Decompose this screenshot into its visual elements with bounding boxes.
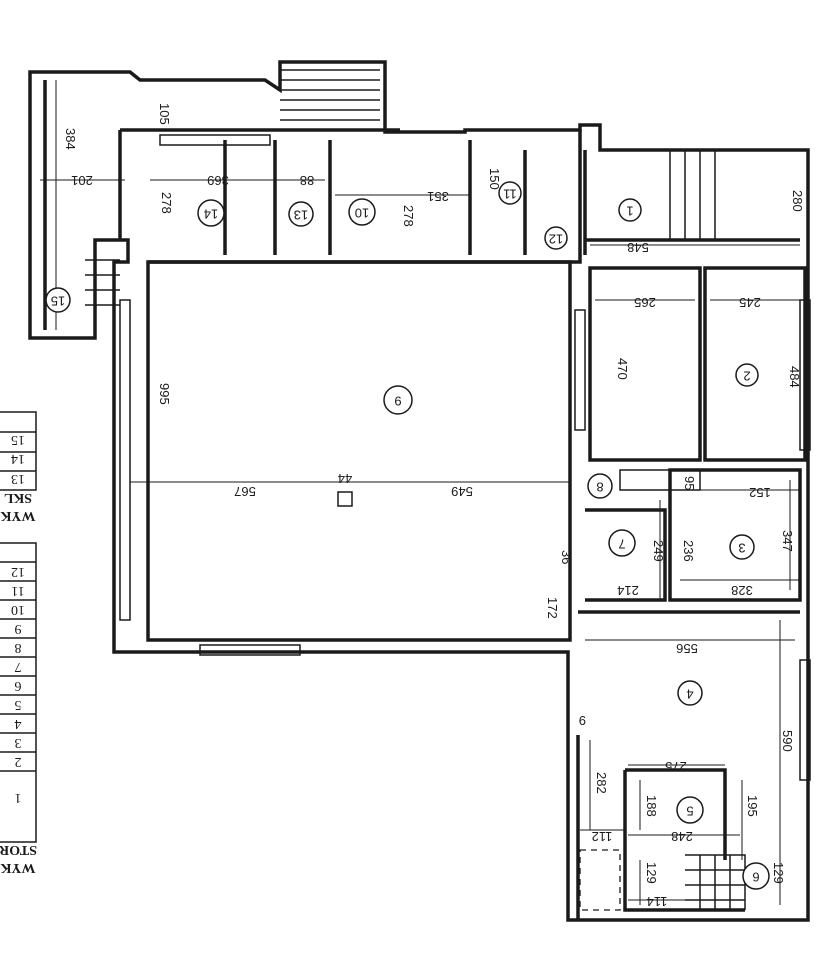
room-4: 4 — [677, 680, 703, 706]
dimension-label: 470 — [615, 358, 630, 380]
dimension-label: 44 — [338, 471, 352, 486]
legend-cell: 12 — [11, 564, 25, 579]
legend-cell: 11 — [11, 583, 24, 598]
room-8: 8 — [587, 473, 613, 499]
dimension-label: 245 — [739, 295, 761, 310]
dimension-label: 5 — [686, 804, 693, 819]
room-labels: 1 2 3 4 5 6 7 8 9 10 11 12 13 14 15 — [45, 181, 770, 890]
legend-cell: WYK — [0, 508, 35, 523]
dimension-label: 6 — [752, 870, 759, 885]
dimension-label: 214 — [617, 583, 639, 598]
room-2: 2 — [735, 363, 759, 387]
dimension-label: 265 — [634, 295, 656, 310]
legend-cell: STOR — [0, 842, 37, 857]
dimension-label: 152 — [749, 485, 771, 500]
dimension-label: 95 — [682, 476, 697, 490]
dimension-label: 129 — [644, 862, 659, 884]
dimension-label: 549 — [451, 484, 473, 499]
dimension-label: 36 — [559, 550, 574, 564]
dimension-label: 1 — [626, 204, 633, 219]
dimension-label: 112 — [592, 829, 613, 844]
dimension-label: 11 — [503, 187, 517, 202]
legend-table-1: 15 14 13 SKL WYK — [0, 411, 37, 523]
room-12: 12 — [544, 226, 568, 250]
dimension-label: 567 — [234, 484, 256, 499]
dimension-labels: 384 105 201 369 88 278 351 278 150 548 2… — [63, 103, 805, 909]
dimension-label: 13 — [294, 208, 308, 223]
room-15: 15 — [45, 287, 71, 313]
dimension-label: 88 — [300, 173, 314, 188]
dimension-label: 7 — [618, 537, 625, 552]
dimension-label: 188 — [644, 795, 659, 817]
room-7: 7 — [608, 529, 636, 557]
room-13: 13 — [288, 201, 314, 227]
legend-cell: 4 — [15, 716, 22, 731]
dimension-label: 114 — [647, 894, 668, 909]
dimension-label: 249 — [651, 540, 666, 562]
dimension-label: 995 — [157, 383, 172, 405]
legend-cell: 14 — [11, 451, 25, 466]
dimension-label: 280 — [790, 190, 805, 212]
room-3: 3 — [729, 534, 755, 560]
legend-cell: 3 — [15, 735, 22, 750]
dimension-label: 14 — [204, 207, 218, 222]
legend-table-2: 12 11 10 9 8 7 6 5 4 3 2 1 STOR WYK — [0, 542, 37, 875]
dimension-label: 10 — [355, 206, 369, 221]
dimension-label: 201 — [71, 173, 93, 188]
dimension-label: 9 — [394, 394, 401, 409]
room-11: 11 — [498, 181, 522, 205]
legend-cell: 2 — [15, 754, 22, 769]
dimension-label: 347 — [780, 530, 795, 552]
dimension-label: 129 — [771, 862, 786, 884]
legend-cell: 10 — [11, 602, 25, 617]
dimension-label: 8 — [596, 480, 603, 495]
dimension-label: 275 — [665, 759, 687, 774]
dimension-label: 195 — [745, 795, 760, 817]
legend-cell: 1 — [15, 790, 22, 805]
dimension-label: 248 — [671, 829, 693, 844]
dimension-label: 278 — [159, 192, 174, 214]
room-14: 14 — [197, 199, 225, 227]
dimension-label: 590 — [780, 730, 795, 752]
walls — [28, 60, 810, 922]
dimension-label: 172 — [545, 597, 560, 619]
dimension-label: 236 — [681, 540, 696, 562]
dimension-label: 384 — [63, 128, 78, 150]
dimension-label: 556 — [676, 641, 698, 656]
room-9: 9 — [383, 385, 413, 415]
dimension-label: 369 — [207, 173, 229, 188]
column-marker — [337, 491, 353, 507]
dimension-label: 9 — [579, 713, 586, 728]
dimension-label: 12 — [549, 232, 563, 247]
room-6: 6 — [742, 862, 770, 890]
dimension-label: 2 — [743, 369, 750, 384]
legend-cell: 15 — [11, 432, 25, 447]
stairs — [85, 69, 746, 910]
room-5: 5 — [676, 796, 704, 824]
legend-cell: 9 — [15, 621, 22, 636]
legend-cell: WYK — [0, 860, 35, 875]
room-10: 10 — [348, 198, 376, 226]
dimension-label: 105 — [157, 103, 172, 125]
legend-cell: SKL — [4, 490, 32, 505]
dimension-label: 4 — [686, 687, 693, 702]
dimension-label: 328 — [731, 583, 753, 598]
legend-cell: 13 — [11, 471, 25, 486]
dimension-lines — [40, 80, 800, 905]
dimension-label: 351 — [427, 189, 449, 204]
dimension-label: 3 — [738, 541, 745, 556]
legend-cell: 7 — [15, 659, 22, 674]
dimension-label: 150 — [487, 168, 502, 190]
legend-cell: 5 — [15, 697, 22, 712]
room-1: 1 — [618, 198, 642, 222]
legend-cell: 6 — [15, 678, 22, 693]
dimension-label: 15 — [51, 294, 65, 309]
dimension-label: 278 — [401, 205, 416, 227]
dimension-label: 548 — [627, 240, 649, 255]
dimension-label: 484 — [787, 366, 802, 388]
legend-cell: 8 — [15, 640, 22, 655]
windows — [119, 134, 811, 911]
dimension-label: 282 — [594, 772, 609, 794]
